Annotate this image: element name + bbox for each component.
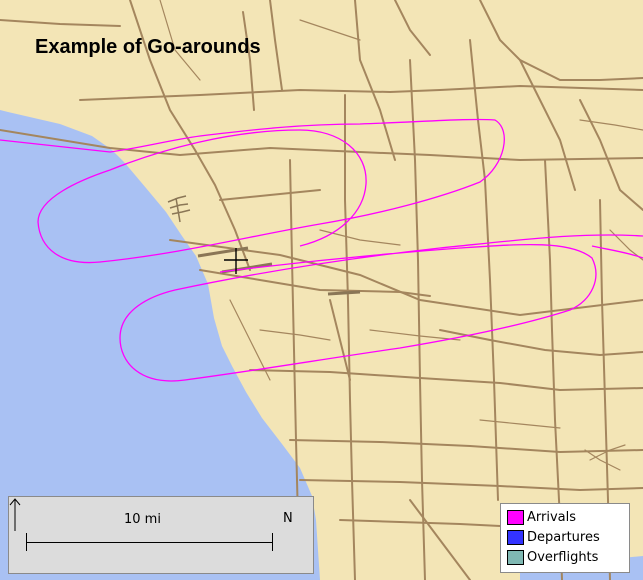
scale-bar-tick-left [26,533,27,551]
flight-track-north-loop [0,118,505,264]
legend-label: Arrivals [527,509,577,525]
legend-swatch-arrivals [507,509,524,525]
legend-label: Departures [527,529,600,545]
north-label: N [283,511,293,526]
north-arrow-icon [9,498,21,531]
scale-bar-tick-right [272,533,273,551]
marina-structure [167,195,191,223]
legend-label: Overflights [527,549,599,565]
legend: Arrivals Departures Overflights [500,503,630,573]
flight-track-south-loop [119,234,643,382]
legend-item-arrivals[interactable]: Arrivals [507,507,629,527]
flight-track-south-extension [591,245,643,259]
ocean-water [0,110,320,580]
legend-item-overflights[interactable]: Overflights [507,547,629,567]
scale-bar-panel: 10 mi N [8,496,314,574]
legend-swatch-overflights [507,549,524,565]
legend-item-departures[interactable]: Departures [507,527,629,547]
legend-swatch-departures [507,529,524,545]
flight-tracks [0,118,643,382]
airport-crosshair-icon [224,248,248,274]
scale-bar-line [26,542,273,543]
map-title: Example of Go-arounds [35,36,261,58]
scale-label: 10 mi [124,512,161,527]
